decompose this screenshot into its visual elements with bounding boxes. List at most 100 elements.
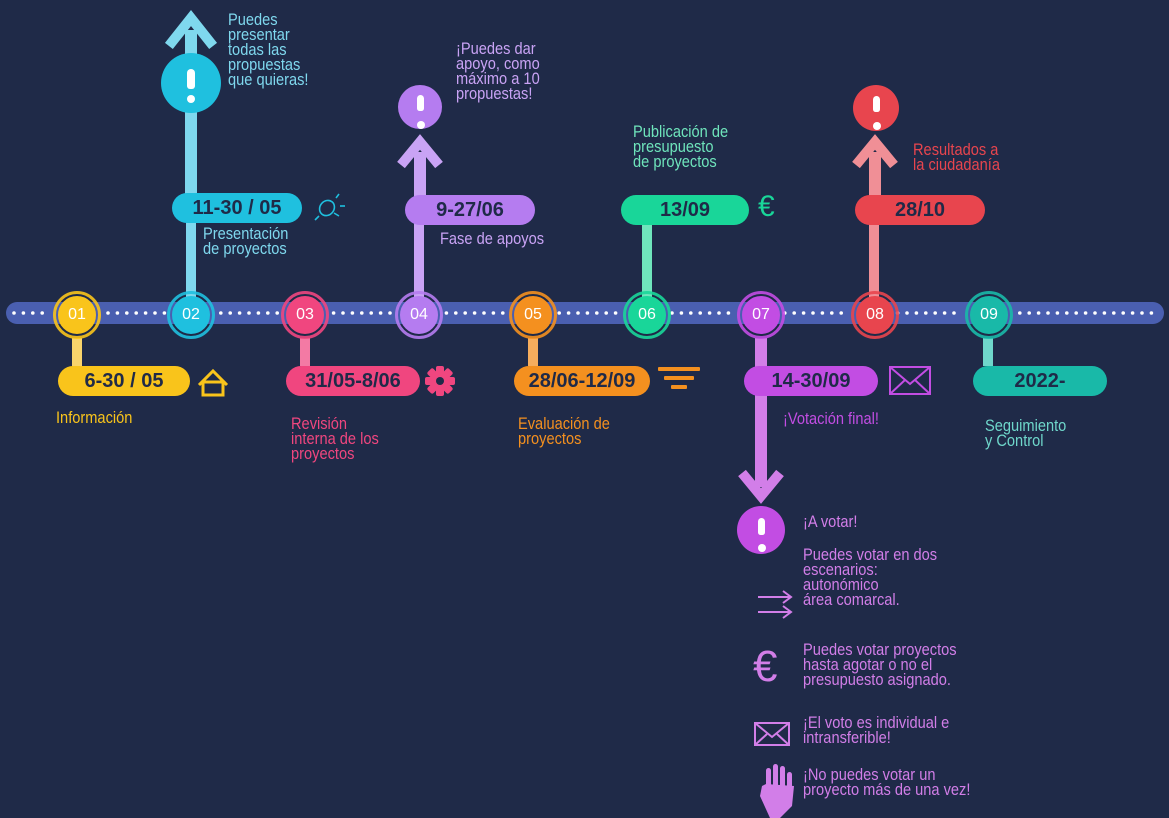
timeline-dot — [557, 311, 561, 315]
timeline-dot — [1018, 311, 1022, 315]
timeline-dot — [566, 311, 571, 315]
euro-icon: € — [758, 190, 775, 223]
timeline-dot — [670, 311, 674, 315]
step-node-04: 04 — [395, 291, 443, 339]
timeline-dot — [942, 311, 947, 315]
vote-individual: ¡El voto es individual e intransferible! — [803, 713, 950, 747]
timeline-dot — [482, 311, 486, 315]
timeline-dot — [491, 311, 496, 315]
exclamation-icon-02 — [161, 53, 221, 113]
timeline-dot — [256, 311, 261, 315]
date-pill-03: 31/05-8/06 — [286, 366, 420, 396]
stem-02 — [186, 218, 196, 298]
timeline-dot — [228, 311, 232, 315]
envelope-icon — [889, 366, 931, 395]
timeline-dot — [1083, 311, 1088, 315]
timeline-dot — [350, 311, 355, 315]
timeline-dot — [792, 311, 796, 315]
timeline-dot — [905, 311, 909, 315]
timeline-dot — [1121, 311, 1125, 315]
timeline-dot — [933, 311, 937, 315]
stem-03 — [300, 338, 310, 366]
timeline-dot — [31, 311, 35, 315]
timeline-dot — [1027, 311, 1031, 315]
timeline-dot — [360, 311, 364, 315]
arrow-down-07 — [738, 395, 784, 504]
timeline-dot — [331, 311, 336, 315]
lightbulb-icon — [314, 193, 345, 221]
exclamation-icon-07 — [737, 506, 785, 554]
house-icon — [197, 368, 229, 397]
step-node-01: 01 — [53, 291, 101, 339]
timeline-dot — [115, 311, 120, 315]
timeline-dot — [378, 311, 383, 315]
arrow-up-08 — [852, 134, 898, 202]
exclamation-icon-04 — [398, 85, 442, 129]
step-node-02: 02 — [167, 291, 215, 339]
step-node-07: 07 — [737, 291, 785, 339]
timeline-dot — [388, 311, 392, 315]
stem-09 — [983, 338, 993, 366]
timeline-dot — [12, 311, 16, 315]
step-label-06: Publicación de presupuesto de proyectos — [633, 122, 729, 171]
stem-05 — [528, 338, 538, 366]
step-node-09: 09 — [965, 291, 1013, 339]
timeline-dot — [1102, 311, 1107, 315]
vote-title: ¡A votar! — [803, 512, 858, 531]
step-note-02: Puedes presentar todas las propuestas qu… — [228, 10, 309, 89]
timeline-dot — [820, 311, 825, 315]
euro-large-icon: € — [753, 642, 778, 691]
date-pill-05: 28/06-12/09 — [514, 366, 650, 396]
vote-once: ¡No puedes votar un proyecto más de una … — [803, 765, 971, 799]
timeline-dot — [40, 311, 44, 315]
date-pill-08: 28/10 — [855, 195, 985, 225]
timeline-dot — [454, 311, 458, 315]
timeline-dot — [707, 311, 712, 315]
timeline-dot — [341, 311, 345, 315]
step-label-01: Información — [56, 408, 133, 427]
timeline-dot — [219, 311, 223, 315]
stem-07 — [755, 338, 767, 368]
timeline-dot — [463, 311, 468, 315]
timeline-dot — [952, 311, 956, 315]
timeline-dot — [501, 311, 505, 315]
timeline-dot — [726, 311, 731, 315]
timeline-dot — [1036, 311, 1041, 315]
timeline-dot — [1093, 311, 1097, 315]
exclamation-icon-08 — [853, 85, 899, 131]
timeline-dot — [604, 311, 608, 315]
stem-08 — [869, 222, 879, 298]
timeline-dot — [717, 311, 721, 315]
timeline-dot — [1055, 311, 1060, 315]
timeline-dot — [266, 311, 270, 315]
step-node-06: 06 — [623, 291, 671, 339]
stem-01 — [72, 338, 82, 366]
timeline-dot — [162, 311, 167, 315]
timeline-dot — [801, 311, 806, 315]
timeline-dot — [679, 311, 684, 315]
hand-icon — [760, 764, 794, 818]
timeline-dot — [1140, 311, 1144, 315]
step-label-05: Evaluación de proyectos — [518, 414, 610, 448]
timeline-dot — [472, 311, 477, 315]
date-pill-07: 14-30/09 — [744, 366, 878, 396]
timeline-dot — [1074, 311, 1078, 315]
step-node-05: 05 — [509, 291, 557, 339]
timeline-dot — [689, 311, 693, 315]
timeline-dot — [839, 311, 843, 315]
step-note-04: ¡Puedes dar apoyo, como máximo a 10 prop… — [456, 39, 540, 103]
date-pill-01: 6-30 / 05 — [58, 366, 190, 396]
date-pill-06: 13/09 — [621, 195, 749, 225]
timeline-dot — [914, 311, 919, 315]
step-label-07: ¡Votación final! — [783, 409, 879, 428]
timeline-dot — [134, 311, 138, 315]
timeline-dot — [369, 311, 374, 315]
step-label-03: Revisión interna de los proyectos — [291, 414, 379, 463]
timeline-dot — [811, 311, 815, 315]
vote-scenarios: Puedes votar en dos escenarios: autonómi… — [803, 545, 938, 609]
timeline-dot — [1130, 311, 1135, 315]
timeline-dot — [698, 311, 702, 315]
envelope-small-icon — [754, 722, 790, 746]
gear-icon — [425, 366, 455, 396]
